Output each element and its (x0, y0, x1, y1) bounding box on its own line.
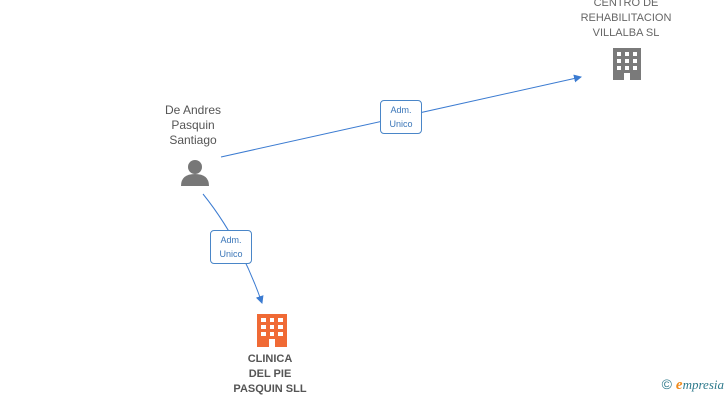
empresia-logo: ©empresia (662, 376, 724, 394)
building-icon[interactable] (257, 314, 287, 347)
edge-label-clinica: Adm. Unico (210, 230, 252, 264)
edge-label-centro: Adm. Unico (380, 100, 422, 134)
company-label-clinica[interactable]: CLINICA DEL PIE PASQUIN SLL (233, 353, 307, 395)
brand-name: mpresia (682, 377, 724, 392)
building-icon[interactable] (613, 48, 641, 80)
person-label[interactable]: De Andres Pasquin Santiago (164, 103, 222, 147)
brand-initial: e (675, 377, 683, 393)
copyright-symbol: © (661, 376, 672, 392)
company-label-centro[interactable]: CENTRO DE REHABILITACION VILLALBA SL (580, 0, 672, 39)
person-icon[interactable] (181, 160, 209, 186)
